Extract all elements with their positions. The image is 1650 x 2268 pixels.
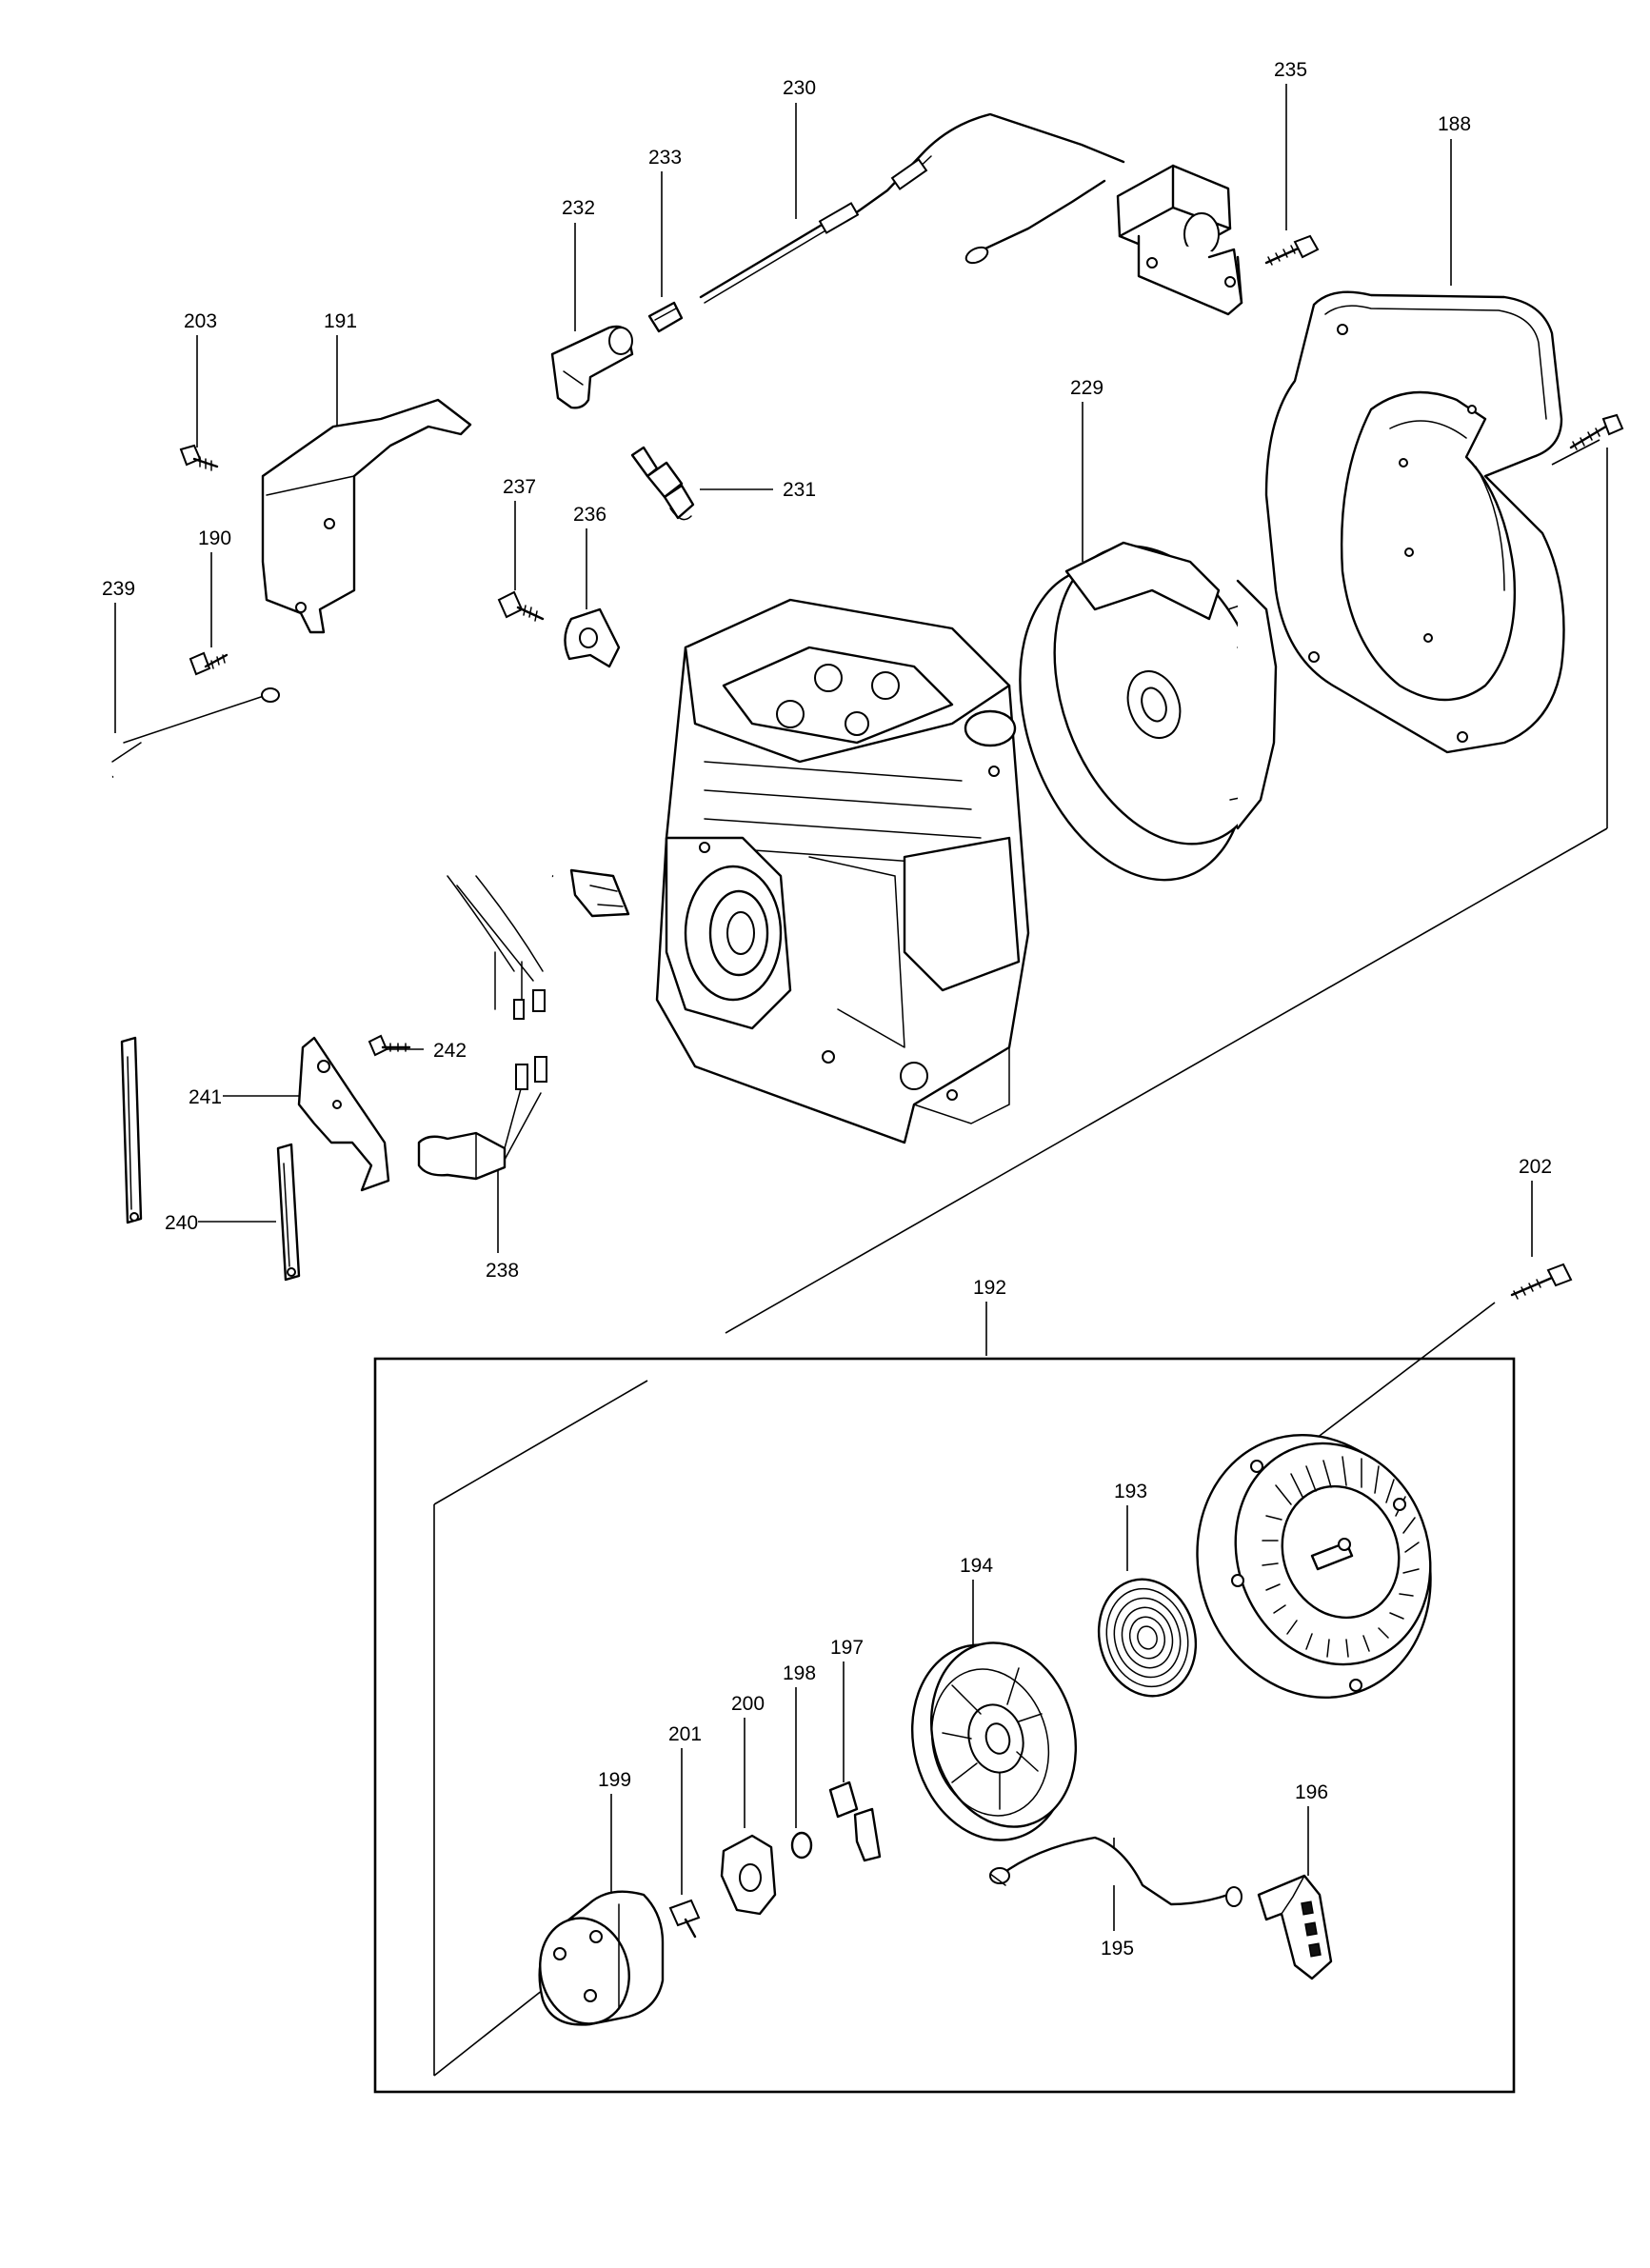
clamp-236	[564, 607, 621, 668]
bolt-237	[497, 590, 545, 622]
pawl-197	[828, 1781, 882, 1862]
bolt-203	[179, 444, 219, 471]
callout-192: 192	[973, 1277, 1006, 1299]
recoil-spring	[1097, 1578, 1198, 1698]
bolt-188	[1569, 413, 1624, 450]
starter-reel	[910, 1641, 1078, 1841]
plate-241	[297, 1036, 390, 1192]
callout-190: 190	[198, 527, 231, 549]
callout-240: 240	[165, 1212, 198, 1234]
spark-plug	[630, 446, 695, 521]
bolt-190	[189, 651, 229, 676]
callout-194: 194	[960, 1555, 993, 1577]
callout-197: 197	[830, 1637, 864, 1659]
ring-198	[790, 1831, 813, 1860]
starter-handle	[1257, 1874, 1333, 1980]
callout-202: 202	[1519, 1156, 1552, 1178]
clip-233	[647, 301, 684, 333]
callout-235: 235	[1274, 59, 1307, 81]
callout-201: 201	[668, 1723, 702, 1745]
wire-harness	[49, 687, 630, 1033]
fan-cover	[1264, 290, 1565, 754]
callout-230: 230	[783, 77, 816, 99]
callout-195: 195	[1101, 1938, 1134, 1960]
switch-238	[417, 1056, 547, 1181]
strip-240b	[276, 1143, 301, 1282]
callout-232: 232	[562, 197, 595, 219]
recoil-starter-assembly-box	[373, 1357, 1516, 2094]
callout-239: 239	[102, 578, 135, 600]
callout-236: 236	[573, 504, 606, 526]
starter-case	[1196, 1433, 1432, 1700]
callout-242: 242	[433, 1040, 467, 1062]
callout-203: 203	[184, 310, 217, 332]
engine-block	[655, 598, 1030, 1144]
bolt-202	[1510, 1263, 1573, 1300]
callout-193: 193	[1114, 1481, 1147, 1502]
callout-188: 188	[1438, 113, 1471, 135]
callout-200: 200	[731, 1693, 765, 1715]
callout-233: 233	[648, 147, 682, 169]
bolt-242	[368, 1034, 411, 1057]
callout-229: 229	[1070, 377, 1103, 399]
screw-201	[668, 1899, 701, 1939]
callout-198: 198	[783, 1662, 816, 1684]
callout-238: 238	[486, 1260, 519, 1282]
starter-pulley-199	[538, 1890, 665, 2026]
flywheel	[1019, 541, 1278, 882]
bracket-191	[261, 398, 472, 634]
callout-191: 191	[324, 310, 357, 332]
spark-plug-cap	[550, 325, 634, 409]
leader-lines	[114, 84, 1608, 2077]
callout-237: 237	[503, 476, 536, 498]
callout-231: 231	[783, 479, 816, 501]
starter-rope	[989, 1836, 1242, 1907]
friction-plate-200	[720, 1834, 777, 1916]
ignition-coil	[1116, 164, 1243, 316]
high-tension-cord	[699, 112, 1125, 304]
strip-240a	[120, 1036, 143, 1224]
bolt-235	[1264, 234, 1320, 266]
callout-241: 241	[189, 1086, 222, 1108]
callout-199: 199	[598, 1769, 631, 1791]
callout-196: 196	[1295, 1781, 1328, 1803]
